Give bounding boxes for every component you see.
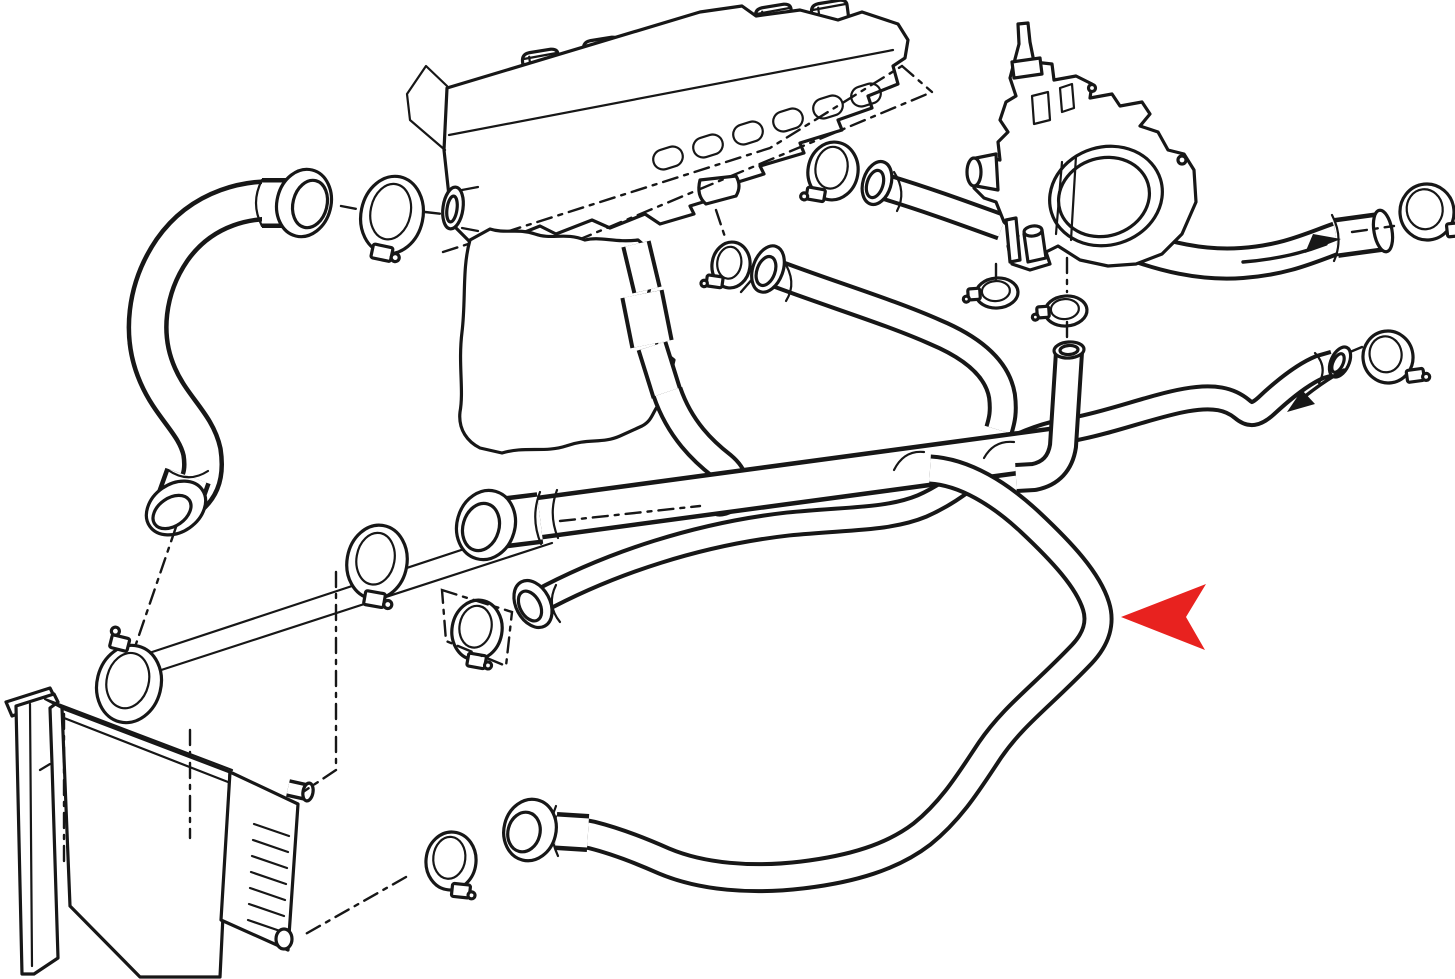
head-right-stub-hose	[860, 159, 1007, 241]
upper-left-radiator-hose	[126, 167, 334, 537]
throttle-bore	[1048, 144, 1164, 248]
hose-clamp	[961, 276, 1020, 310]
throttle-left-stub	[965, 152, 1000, 192]
flow-arrow-left-icon	[1287, 368, 1346, 412]
hose-clamp	[450, 598, 504, 671]
gasket-plane	[441, 64, 934, 268]
hose-clamp	[359, 174, 425, 264]
hose-clamps	[94, 140, 1455, 901]
engine-feed-hose	[750, 244, 1018, 435]
hose-clamp	[799, 140, 860, 204]
hose-clamp	[699, 240, 752, 290]
throttle-body	[965, 21, 1198, 272]
hose-clamp	[94, 625, 164, 725]
cylinder-head	[405, 0, 910, 244]
head-left-end	[405, 64, 449, 152]
highlighted-radiator-hose	[502, 454, 1114, 894]
hose-clamp	[1398, 182, 1455, 242]
hose-clamp	[1361, 329, 1432, 385]
radiator	[4, 686, 315, 979]
hose-clamp	[424, 830, 478, 901]
radiator-bracket	[4, 686, 60, 976]
vertical-stub-pipe	[1015, 340, 1086, 493]
radiator-side	[219, 770, 300, 952]
radiator-front-face	[60, 706, 232, 979]
hose-clamp	[345, 523, 409, 611]
water-pump-snout	[620, 240, 683, 399]
highlight-arrow-icon	[1121, 584, 1206, 650]
radiator-outlet-stub	[274, 927, 294, 951]
flow-arrow-right-icon	[1241, 234, 1341, 264]
radiator-core-fins	[246, 822, 291, 934]
thermostat-neck	[441, 185, 480, 233]
assembly-dash-lines	[62, 204, 1396, 938]
